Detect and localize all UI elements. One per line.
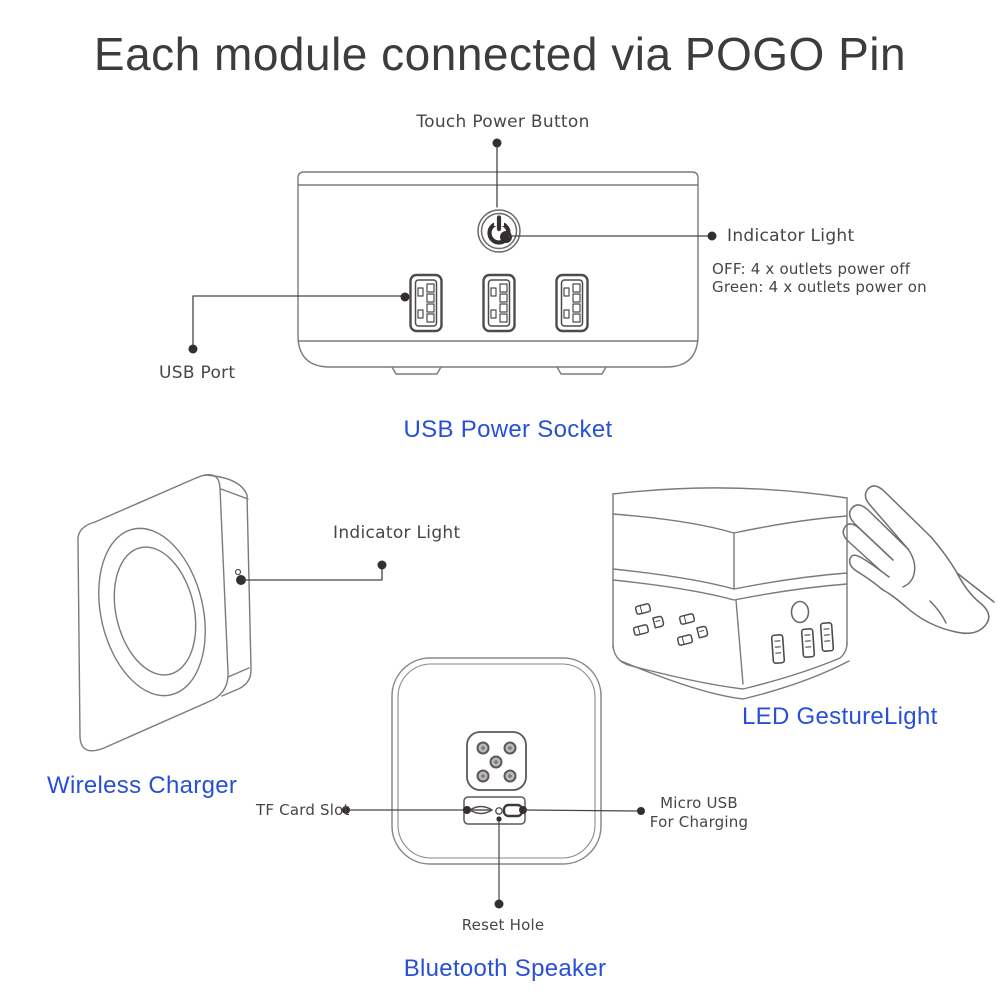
tf-card-slot-leader xyxy=(342,806,471,814)
label-reset-hole: Reset Hole xyxy=(461,916,545,934)
caption-wireless-charger: Wireless Charger xyxy=(47,772,238,799)
micro-usb-leader xyxy=(519,806,645,815)
hand-gesture-icon xyxy=(842,485,995,635)
label-micro-usb-line2: For Charging xyxy=(649,813,749,831)
wireless-charger-drawing xyxy=(77,474,252,752)
usb-port-icon xyxy=(409,273,443,333)
usb-port-leader xyxy=(188,292,410,354)
usb-port-icon xyxy=(770,633,786,665)
ac-outlet-icon xyxy=(632,602,665,637)
usb-port-icon xyxy=(800,627,816,659)
label-touch-power-button: Touch Power Button xyxy=(416,112,590,132)
label-usb-port: USB Port xyxy=(159,363,236,383)
charger-indicator-led-icon xyxy=(234,568,242,576)
power-indicator-led-icon xyxy=(500,231,512,243)
indicator-light-leader xyxy=(508,231,717,241)
reset-hole-icon xyxy=(495,807,503,815)
label-charger-indicator-light: Indicator Light xyxy=(333,523,461,543)
reset-hole-leader xyxy=(494,816,504,909)
charger-indicator-leader xyxy=(236,560,387,585)
usb-port-icon xyxy=(819,621,835,653)
bluetooth-speaker-drawing xyxy=(391,657,602,865)
pogo-pin-pad-icon xyxy=(466,731,527,791)
caption-usb-power-socket: USB Power Socket xyxy=(403,416,613,443)
caption-bluetooth-speaker: Bluetooth Speaker xyxy=(403,955,607,982)
power-button-icon xyxy=(477,209,521,253)
ac-outlet-icon xyxy=(676,612,709,647)
led-gesture-light-drawing xyxy=(612,487,850,700)
page-title: Each module connected via POGO Pin xyxy=(93,28,907,80)
touch-power-button-leader xyxy=(492,138,502,208)
usb-power-socket-drawing xyxy=(297,171,699,375)
label-tf-card-slot: TF Card Slot xyxy=(256,801,350,819)
tf-card-slot-icon xyxy=(469,805,493,815)
label-indicator-state-on: Green: 4 x outlets power on xyxy=(712,278,927,296)
label-indicator-light: Indicator Light xyxy=(727,226,855,246)
gesture-sensor-icon xyxy=(790,600,810,624)
label-micro-usb-line1: Micro USB xyxy=(660,794,738,812)
usb-port-icon xyxy=(555,273,589,333)
label-indicator-state-off: OFF: 4 x outlets power off xyxy=(712,260,911,278)
usb-port-icon xyxy=(482,273,516,333)
caption-led-gesture-light: LED GestureLight xyxy=(742,703,938,730)
